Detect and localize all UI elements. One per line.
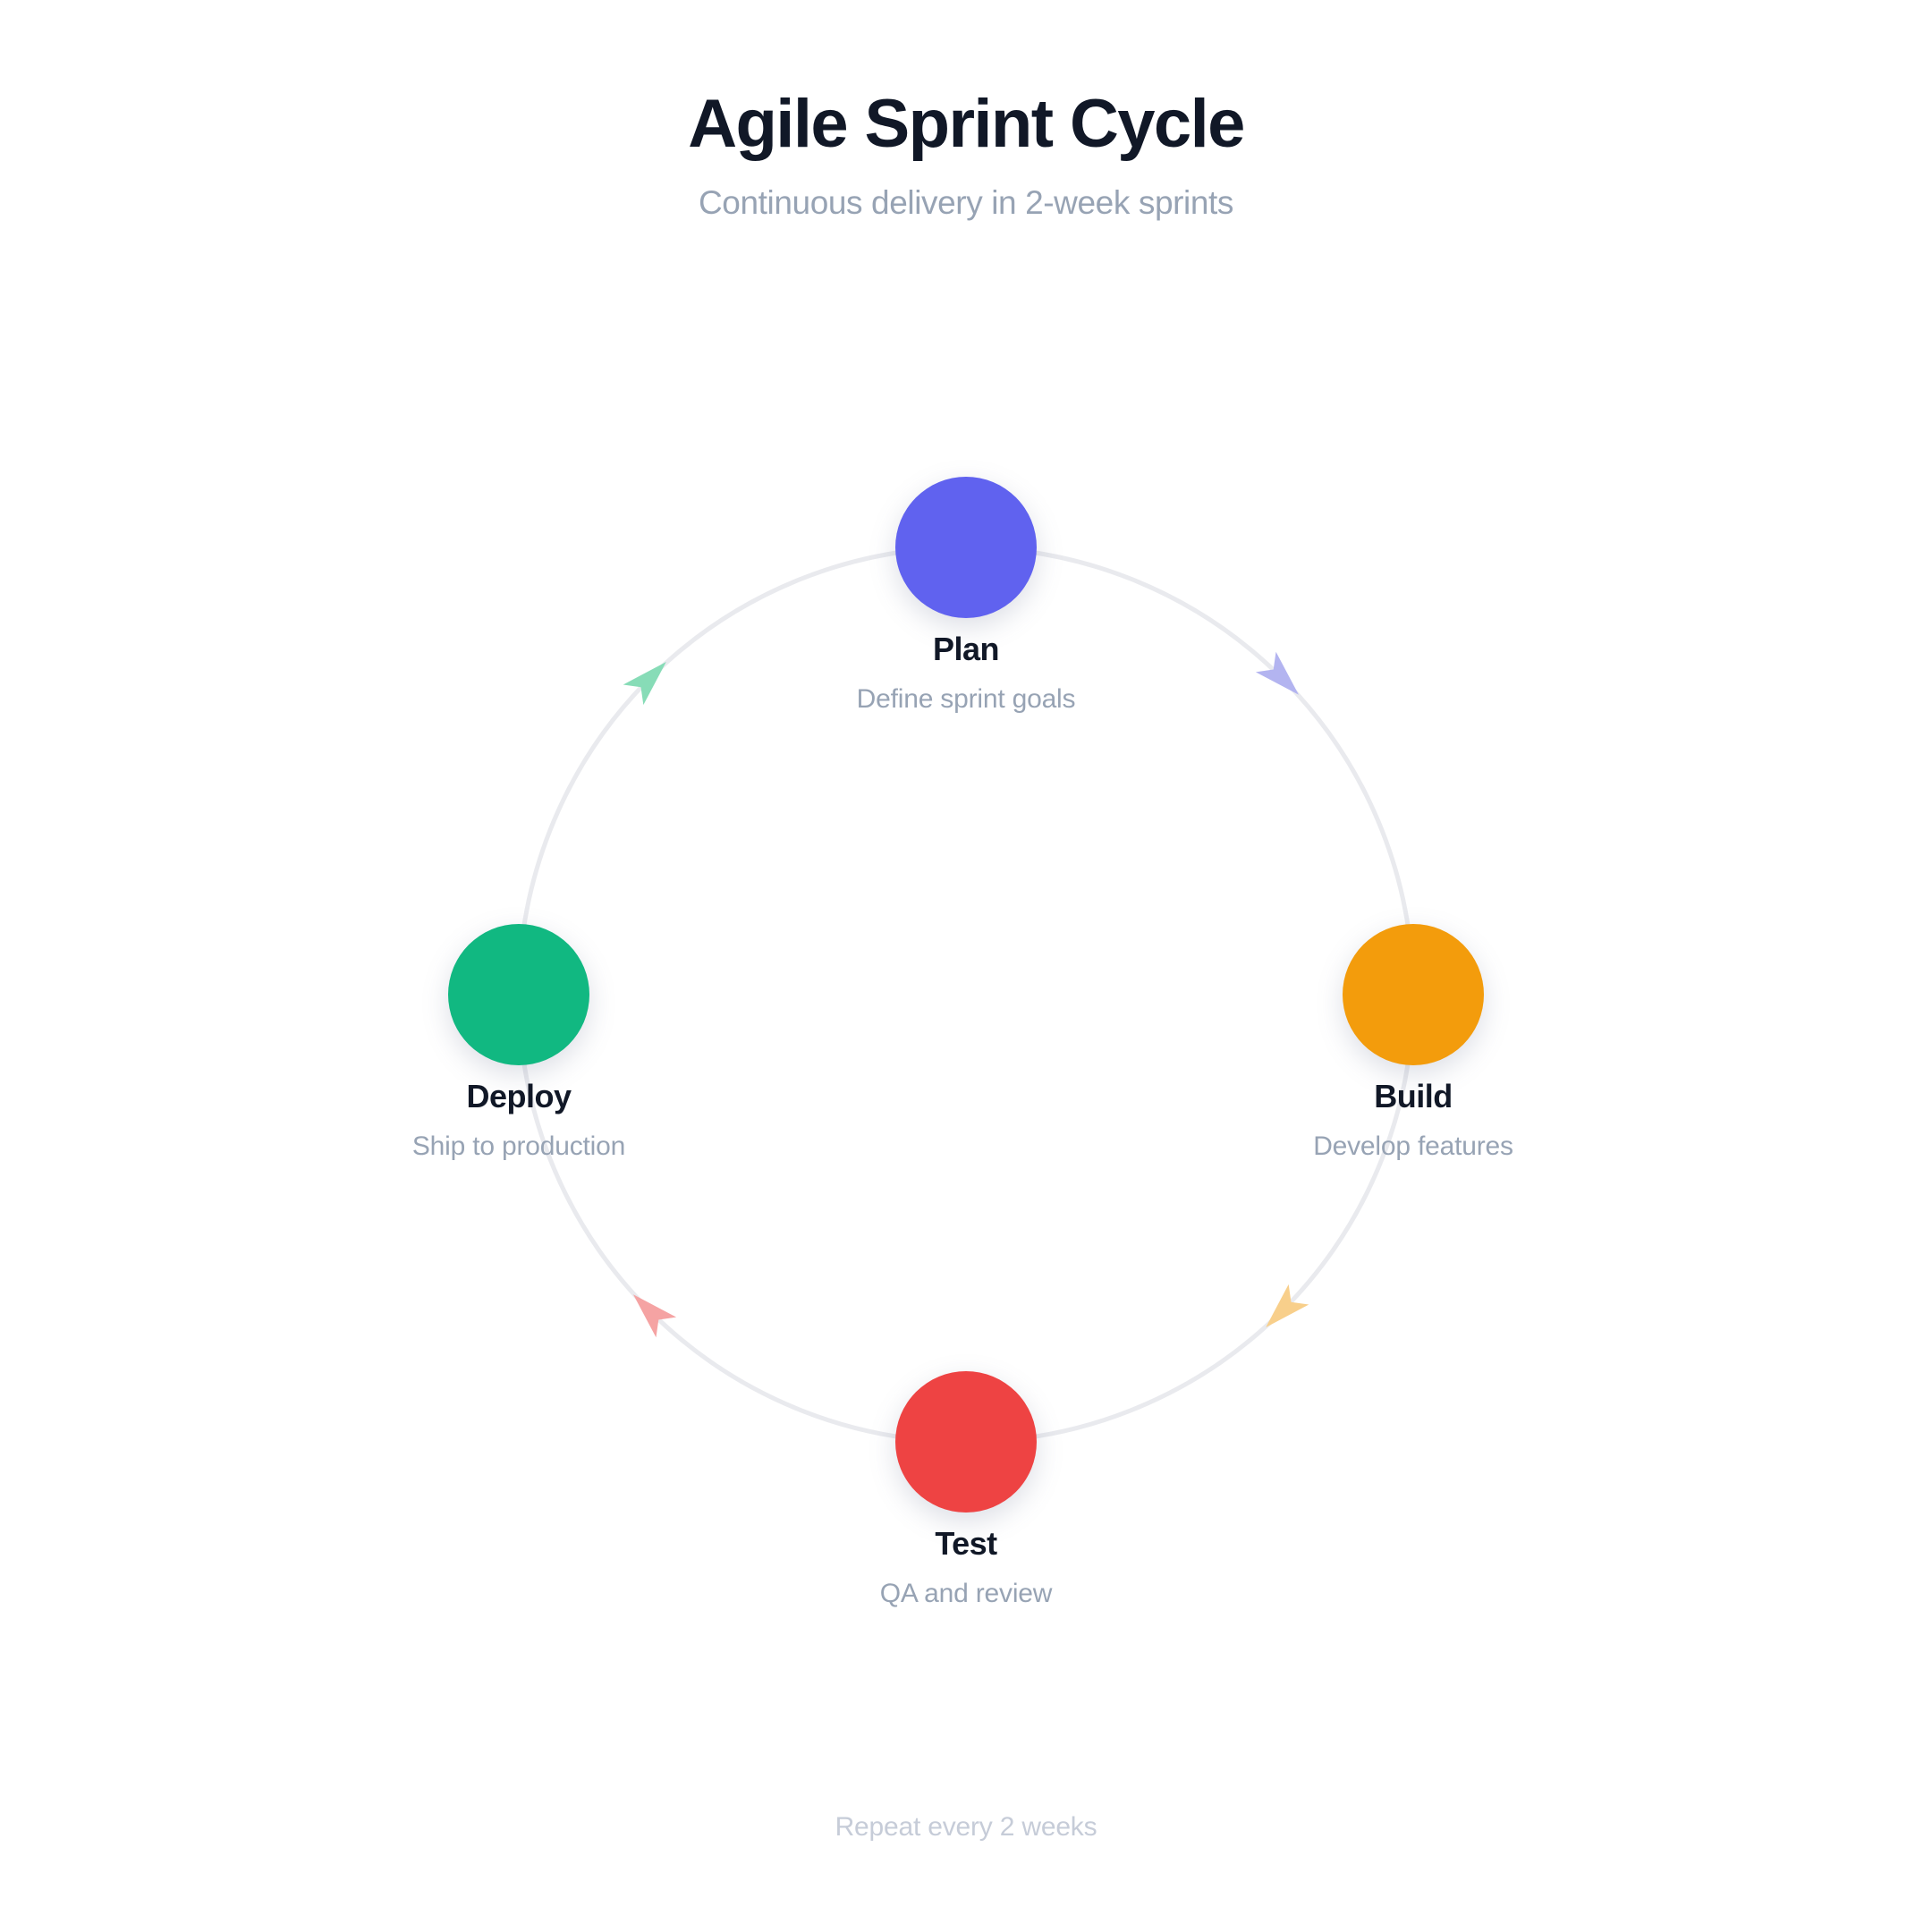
deploy-node-text: Deploy Ship to production bbox=[286, 1077, 751, 1163]
page-subtitle: Continuous delivery in 2-week sprints bbox=[698, 184, 1234, 222]
arrow-plan-to-build bbox=[1255, 651, 1299, 695]
build-node-text: Build Develop features bbox=[1181, 1077, 1646, 1163]
plan-node-circle[interactable] bbox=[895, 477, 1037, 618]
deploy-node-circle[interactable] bbox=[448, 924, 589, 1065]
test-node-label: Test bbox=[935, 1525, 997, 1562]
deploy-node-label: Deploy bbox=[466, 1078, 572, 1114]
plan-node-text: Plan Define sprint goals bbox=[733, 630, 1199, 716]
footer-note: Repeat every 2 weeks bbox=[835, 1812, 1097, 1842]
arrow-deploy-to-plan bbox=[623, 662, 666, 706]
plan-node-label: Plan bbox=[932, 631, 1000, 667]
test-node-text: Test QA and review bbox=[733, 1524, 1199, 1610]
plan-node-description: Define sprint goals bbox=[856, 684, 1076, 715]
build-node-description: Develop features bbox=[1313, 1131, 1513, 1162]
cycle-stage: Plan Define sprint goals Build Develop f… bbox=[412, 477, 1513, 1608]
footer: Repeat every 2 weeks bbox=[0, 1812, 1932, 1843]
deploy-node-description: Ship to production bbox=[411, 1131, 626, 1162]
page-title: Agile Sprint Cycle bbox=[688, 86, 1245, 162]
arrow-build-to-test bbox=[1266, 1284, 1309, 1327]
header: Agile Sprint Cycle Continuous delivery i… bbox=[0, 0, 1932, 222]
build-node-label: Build bbox=[1374, 1078, 1453, 1114]
test-node-description: QA and review bbox=[879, 1579, 1053, 1609]
build-node-circle[interactable] bbox=[1343, 924, 1484, 1065]
test-node-circle[interactable] bbox=[895, 1371, 1037, 1513]
arrow-test-to-deploy bbox=[633, 1294, 677, 1338]
